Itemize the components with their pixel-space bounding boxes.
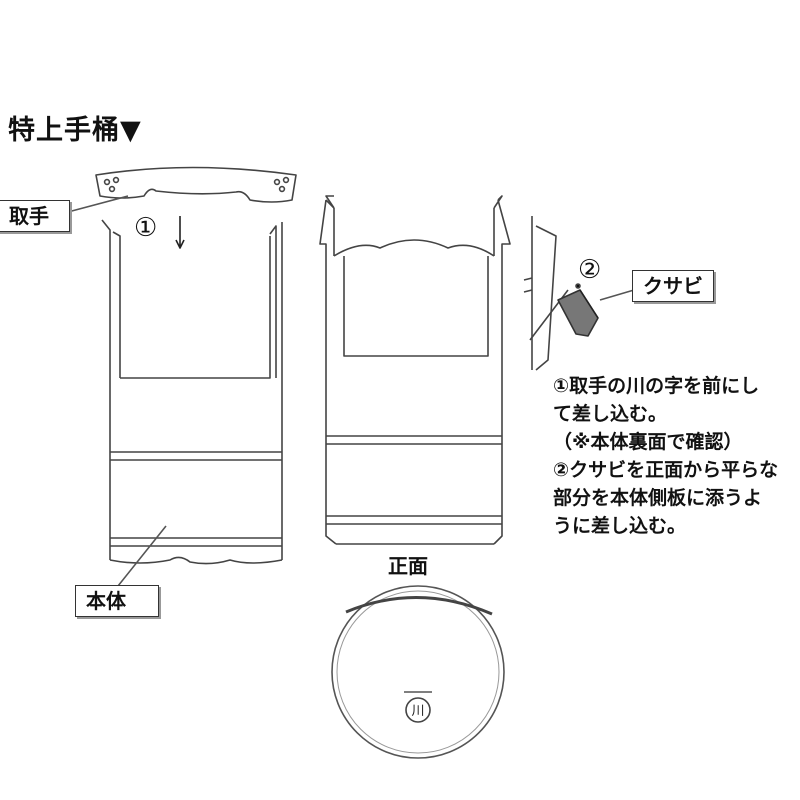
- wedge-shape: [557, 289, 599, 337]
- top-view-circle: [331, 585, 505, 759]
- instruction-line: うに差し込む。: [553, 515, 687, 537]
- wedge-label: クサビ: [632, 270, 714, 302]
- step1-marker: ①: [134, 213, 157, 243]
- handle-piece: [95, 166, 297, 203]
- bucket-body: [101, 219, 283, 565]
- instruction-line: ②クサビを正面から平らな: [553, 459, 779, 481]
- step2-marker: ②: [578, 255, 601, 285]
- instruction-line: （※本体裏面で確認）: [553, 431, 743, 453]
- leader-handle: [67, 195, 129, 213]
- leader-body: [117, 525, 167, 587]
- assembled-bucket: [319, 195, 511, 545]
- instruction-line: て差し込む。: [553, 403, 668, 425]
- diagram-title: 特上手桶▼: [8, 115, 142, 146]
- leader-wedge: [599, 289, 635, 301]
- body-label: 本体: [75, 585, 159, 617]
- kawa-mark: 川: [411, 704, 424, 719]
- wedge-detail: [523, 216, 599, 371]
- instruction-line: 部分を本体側板に添うよ: [553, 487, 763, 509]
- instructions: ①取手の川の字を前にし て差し込む。 （※本体裏面で確認） ②クサビを正面から平…: [553, 372, 798, 540]
- arrow-down: [175, 216, 185, 249]
- instruction-line: ①取手の川の字を前にし: [553, 375, 760, 397]
- front-label: 正面: [388, 554, 428, 578]
- handle-label: 取手: [0, 200, 70, 232]
